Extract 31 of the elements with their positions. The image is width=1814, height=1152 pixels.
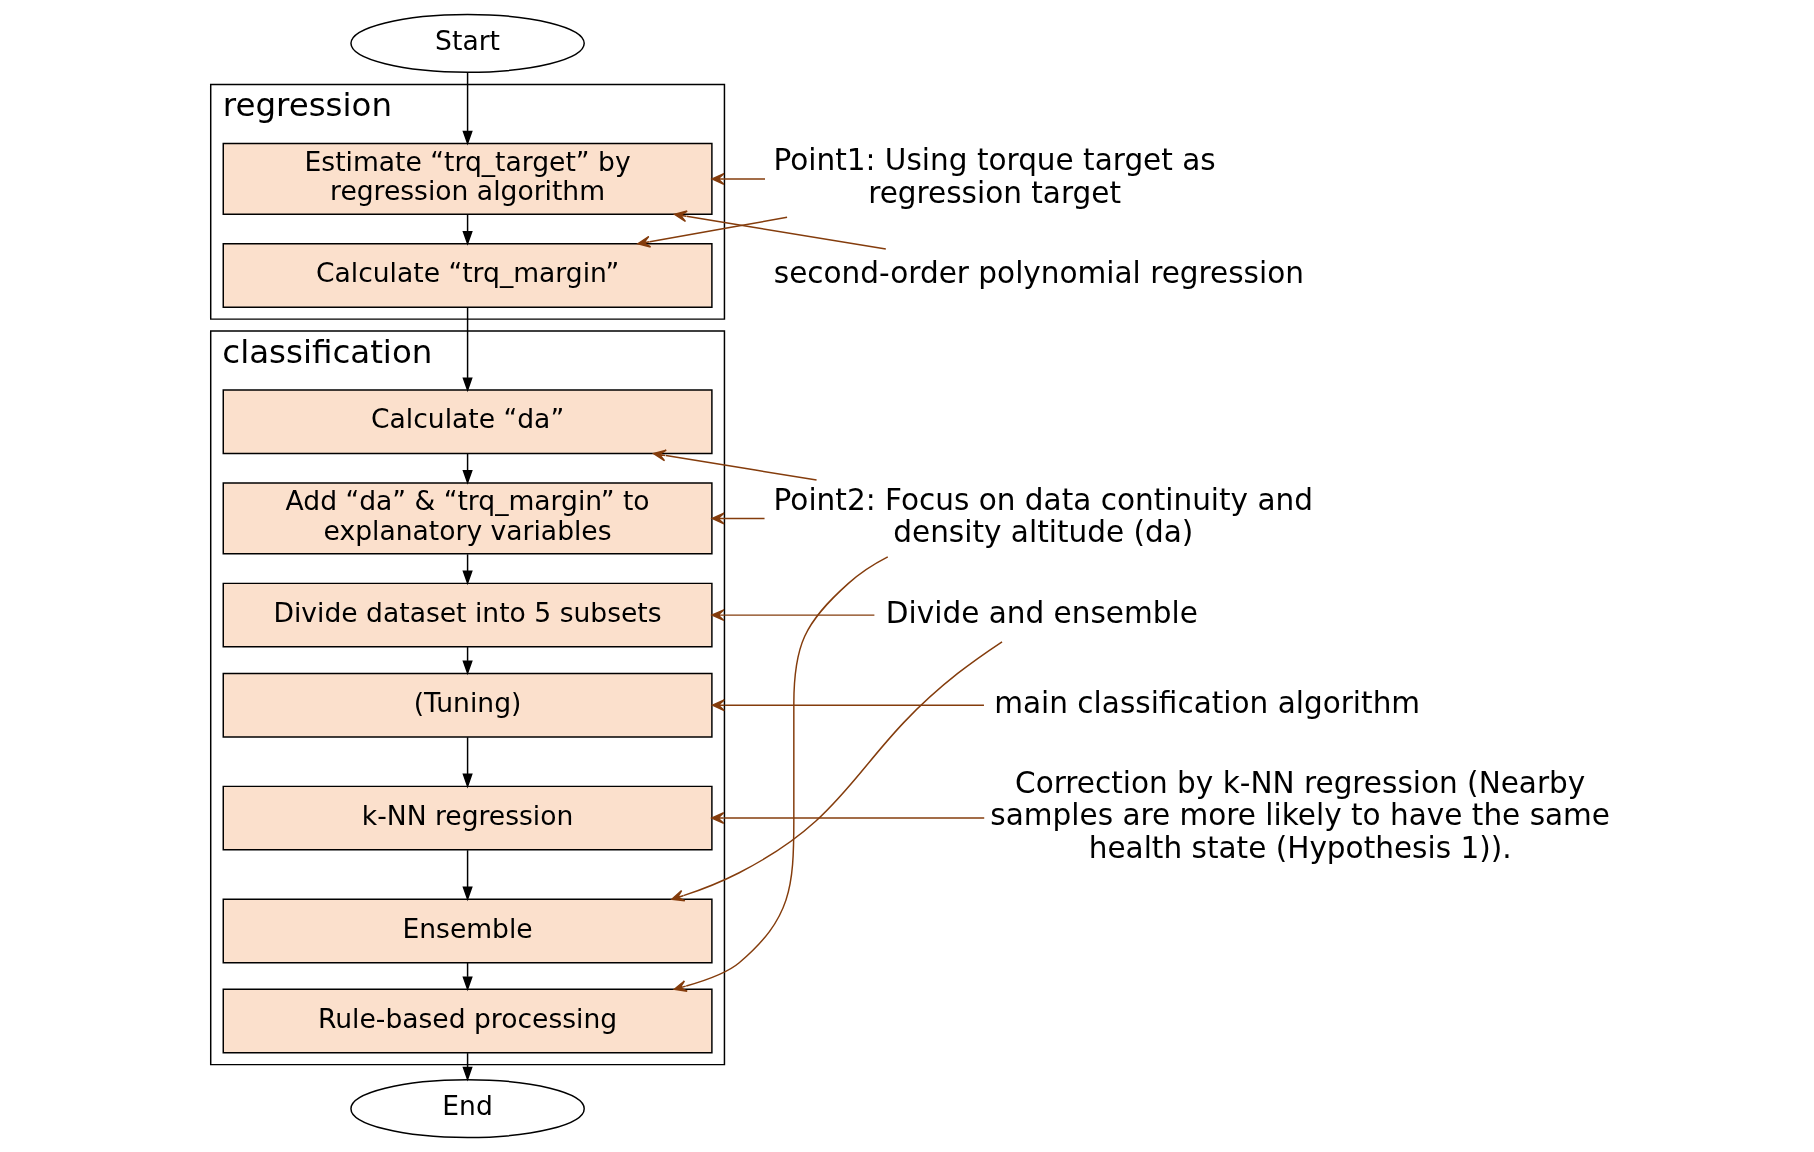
node-box: (Tuning)	[222, 672, 713, 738]
arrow	[673, 556, 888, 992]
arrow	[461, 736, 473, 789]
arrow	[652, 449, 817, 481]
node-box: Calculate “da”	[222, 389, 713, 455]
arrow	[710, 609, 875, 622]
node-box: Ensemble	[222, 898, 713, 964]
arrow	[670, 641, 1003, 902]
node-ellipse: End	[349, 1078, 585, 1139]
arrow	[711, 699, 985, 712]
node-box: Divide dataset into 5 subsets	[222, 582, 713, 648]
node-box: Calculate “trq_margin”	[222, 243, 713, 309]
node-text: main classification algorithm	[993, 685, 1420, 720]
node-text: Divide and ensemble	[885, 595, 1198, 630]
node-ellipse: Start	[349, 13, 585, 74]
node-box: Estimate “trq_target” by regression algorithm	[222, 142, 713, 216]
node-box: Add “da” & “trq_margin” to explanatory variables	[222, 482, 713, 555]
node-text: second-order polynomial regression	[773, 255, 1304, 290]
arrow	[710, 512, 765, 525]
arrow	[710, 812, 985, 825]
node-text: Point2: Focus on data continuity and density altitude (da)	[773, 482, 1313, 550]
node-box: k-NN regression	[222, 785, 713, 851]
arrow	[636, 216, 788, 248]
node-text: Correction by k-NN regression (Nearby samples are more likely to have the same health state (Hypothesis 1)).	[989, 766, 1610, 865]
arrow	[673, 210, 887, 250]
arrow	[461, 849, 473, 902]
arrow	[461, 306, 473, 393]
node-text: Point1: Using torque target as regression target	[772, 143, 1216, 210]
arrow	[461, 72, 473, 146]
arrow	[710, 172, 766, 185]
node-box: Rule-based processing	[222, 988, 713, 1054]
